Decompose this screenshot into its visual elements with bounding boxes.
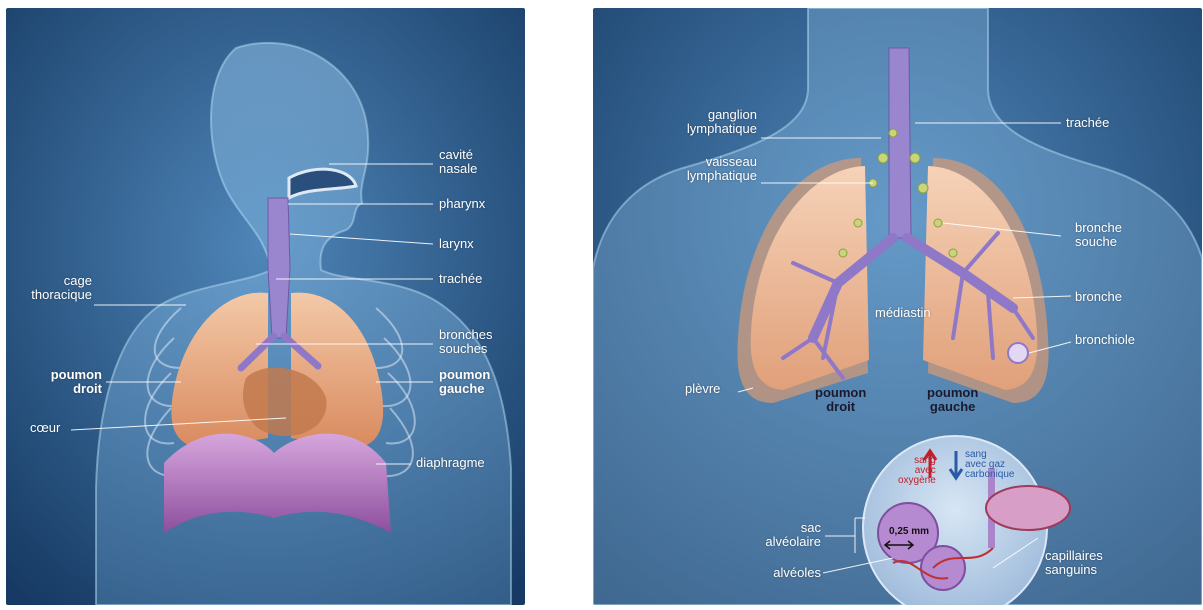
trachea-shape (889, 48, 911, 238)
label-coeur: cœur (30, 421, 60, 435)
label-sang-avec-oxygene: sang avec oxygène (898, 456, 936, 486)
label-cage-thoracique: cage thoracique (16, 274, 92, 302)
label-mediastin: médiastin (875, 306, 931, 320)
label-scale: 0,25 mm (889, 525, 929, 539)
label-plevre: plèvre (685, 382, 720, 396)
label-diaphragme: diaphragme (416, 456, 485, 470)
label-sac-alveolaire: sac alvéolaire (743, 521, 821, 549)
respiratory-system-diagram-left: cavité nasale pharynx larynx trachée cag… (6, 8, 525, 605)
label-sang-avec-gaz-carbonique: sang avec gaz carbonique (965, 450, 1014, 480)
label-bronchiole: bronchiole (1075, 333, 1135, 347)
respiratory-system-diagram-right: ganglion lymphatique vaisseau lymphatiqu… (593, 8, 1202, 605)
label-poumon-gauche-right: poumon gauche (927, 386, 978, 414)
label-poumon-droit: poumon droit (16, 368, 102, 396)
bronchiole-detail (1008, 343, 1028, 363)
label-bronches-souches: bronches souches (439, 328, 492, 356)
label-vaisseau-lymphatique: vaisseau lymphatique (663, 155, 757, 183)
label-larynx: larynx (439, 237, 474, 251)
label-cavite-nasale: cavité nasale (439, 148, 477, 176)
label-bronche: bronche (1075, 290, 1122, 304)
label-trachee-right: trachée (1066, 116, 1109, 130)
label-trachee: trachée (439, 272, 482, 286)
anatomy-illustration-left (6, 8, 525, 605)
label-pharynx: pharynx (439, 197, 485, 211)
label-bronche-souche: bronche souche (1075, 221, 1122, 249)
label-ganglion-lymphatique: ganglion lymphatique (663, 108, 757, 136)
label-poumon-droit-right: poumon droit (815, 386, 866, 414)
trachea-shape (268, 198, 290, 338)
label-poumon-gauche: poumon gauche (439, 368, 490, 396)
label-alveoles: alvéoles (743, 566, 821, 580)
label-capillaires-sanguins: capillaires sanguins (1045, 549, 1103, 577)
